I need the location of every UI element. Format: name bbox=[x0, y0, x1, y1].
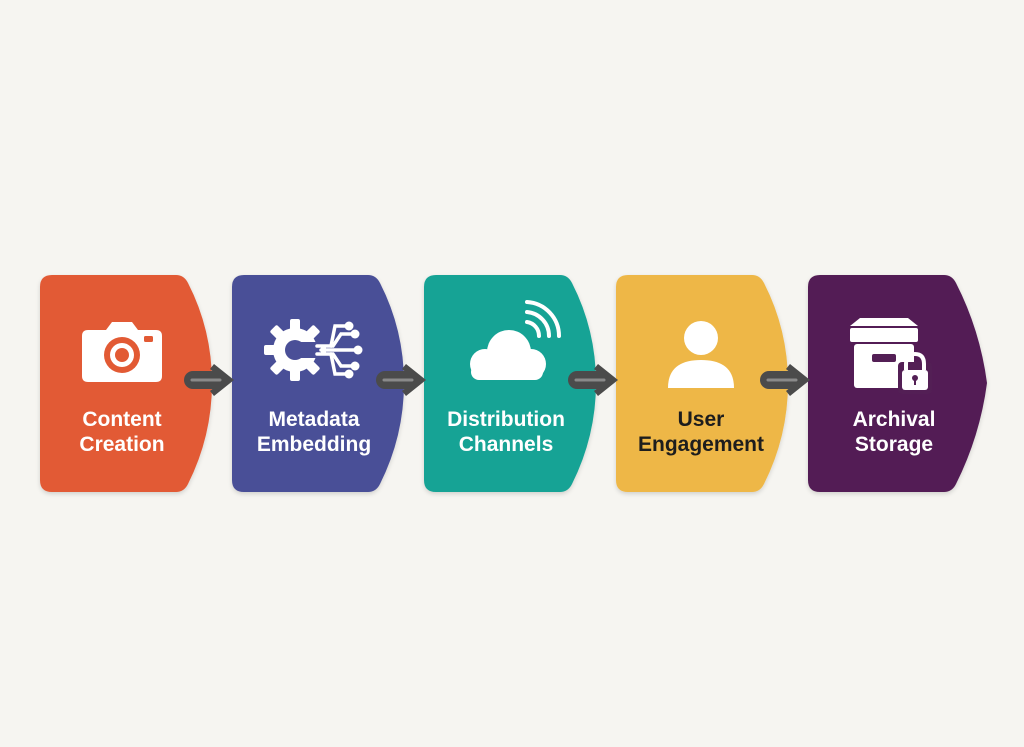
arrow-right-icon bbox=[376, 364, 426, 396]
step-label-user-engagement: User Engagement bbox=[616, 407, 786, 457]
archive-lock-icon bbox=[850, 318, 932, 394]
arrow-right-icon bbox=[760, 364, 810, 396]
step-label-content-creation: Content Creation bbox=[37, 407, 207, 457]
arrow-right-icon bbox=[184, 364, 234, 396]
step-shape-distribution-channels bbox=[424, 275, 596, 492]
step-label-line: Embedding bbox=[256, 433, 372, 456]
step-shape-content-creation bbox=[40, 275, 212, 492]
step-content-creation bbox=[40, 275, 212, 492]
user-icon bbox=[668, 321, 734, 388]
step-label-line: Archival bbox=[852, 408, 936, 431]
cloud-signal-icon bbox=[470, 300, 562, 380]
step-label-line: Distribution bbox=[447, 408, 565, 431]
step-label-line: Creation bbox=[79, 433, 165, 456]
step-label-archival-storage: Archival Storage bbox=[809, 407, 979, 457]
step-label-line: Content bbox=[82, 408, 162, 431]
gear-network-icon bbox=[264, 319, 363, 381]
step-label-metadata-embedding: Metadata Embedding bbox=[229, 407, 399, 457]
arrow-right-icon bbox=[568, 364, 618, 396]
step-label-line: Engagement bbox=[637, 433, 765, 456]
step-label-line: Metadata bbox=[268, 408, 360, 431]
camera-icon bbox=[82, 322, 162, 382]
step-label-distribution-channels: Distribution Channels bbox=[421, 407, 591, 457]
step-distribution-channels bbox=[424, 275, 596, 492]
step-label-line: Channels bbox=[458, 433, 554, 456]
step-label-line: Storage bbox=[854, 433, 934, 456]
step-label-line: User bbox=[677, 408, 725, 431]
